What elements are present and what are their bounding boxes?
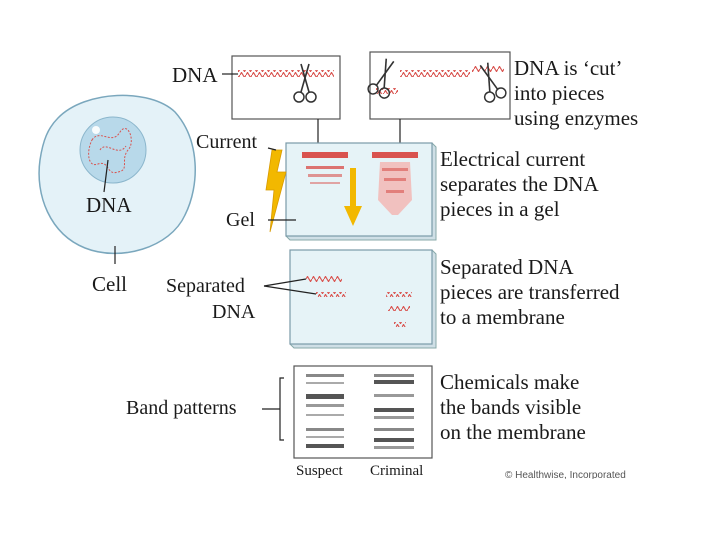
dna-pointer <box>103 159 109 193</box>
criminal-lane <box>374 374 414 449</box>
step-1-line-2: into pieces <box>514 81 605 105</box>
current-bolt-icon <box>265 149 287 233</box>
separated-band <box>306 276 342 282</box>
step-1-line-3: using enzymes <box>514 106 639 130</box>
suspect-label: Suspect <box>296 463 343 479</box>
step-3-line-3: to a membrane <box>440 305 565 329</box>
step-4-line-2: the bands visible <box>440 395 582 419</box>
dna-strand <box>238 70 334 77</box>
credit-text: © Healthwise, Incorporated <box>505 470 626 479</box>
step-3-line-1: Separated DNA <box>440 255 574 279</box>
step-1-line-1: DNA is ‘cut’ <box>514 56 623 80</box>
step-4-line-3: on the membrane <box>440 420 586 444</box>
cell-label: Cell <box>92 272 127 296</box>
band-pattern-panel <box>262 365 433 459</box>
step-2-line-1: Electrical current <box>440 147 586 171</box>
gel-well-band <box>372 152 418 158</box>
gel-well-band <box>302 152 348 158</box>
separated-label: Separated <box>166 275 245 297</box>
gel-panel <box>265 142 437 241</box>
scissors-icon <box>367 58 395 99</box>
direction-arrow-icon <box>344 168 362 226</box>
dna-cut-panel <box>222 51 511 143</box>
gel-label: Gel <box>226 209 255 231</box>
membrane-panel <box>263 249 437 349</box>
step-3-line-2: pieces are transferred <box>440 280 620 304</box>
band-patterns-label: Band patterns <box>126 397 237 419</box>
cell-dna-label: DNA <box>86 193 132 217</box>
scissors-icon <box>479 62 507 103</box>
scissors-icon <box>293 63 317 103</box>
cell <box>38 94 196 264</box>
criminal-label: Criminal <box>370 463 424 479</box>
suspect-lane <box>306 374 344 448</box>
separated-dna-label: DNA <box>212 301 256 323</box>
separated-band <box>316 292 346 297</box>
nucleus <box>79 116 147 184</box>
dna-label: DNA <box>172 63 218 87</box>
current-label: Current <box>196 131 258 153</box>
step-2-line-2: separates the DNA <box>440 172 599 196</box>
step-4-line-1: Chemicals make <box>440 370 580 394</box>
step-2-line-3: pieces in a gel <box>440 197 560 221</box>
